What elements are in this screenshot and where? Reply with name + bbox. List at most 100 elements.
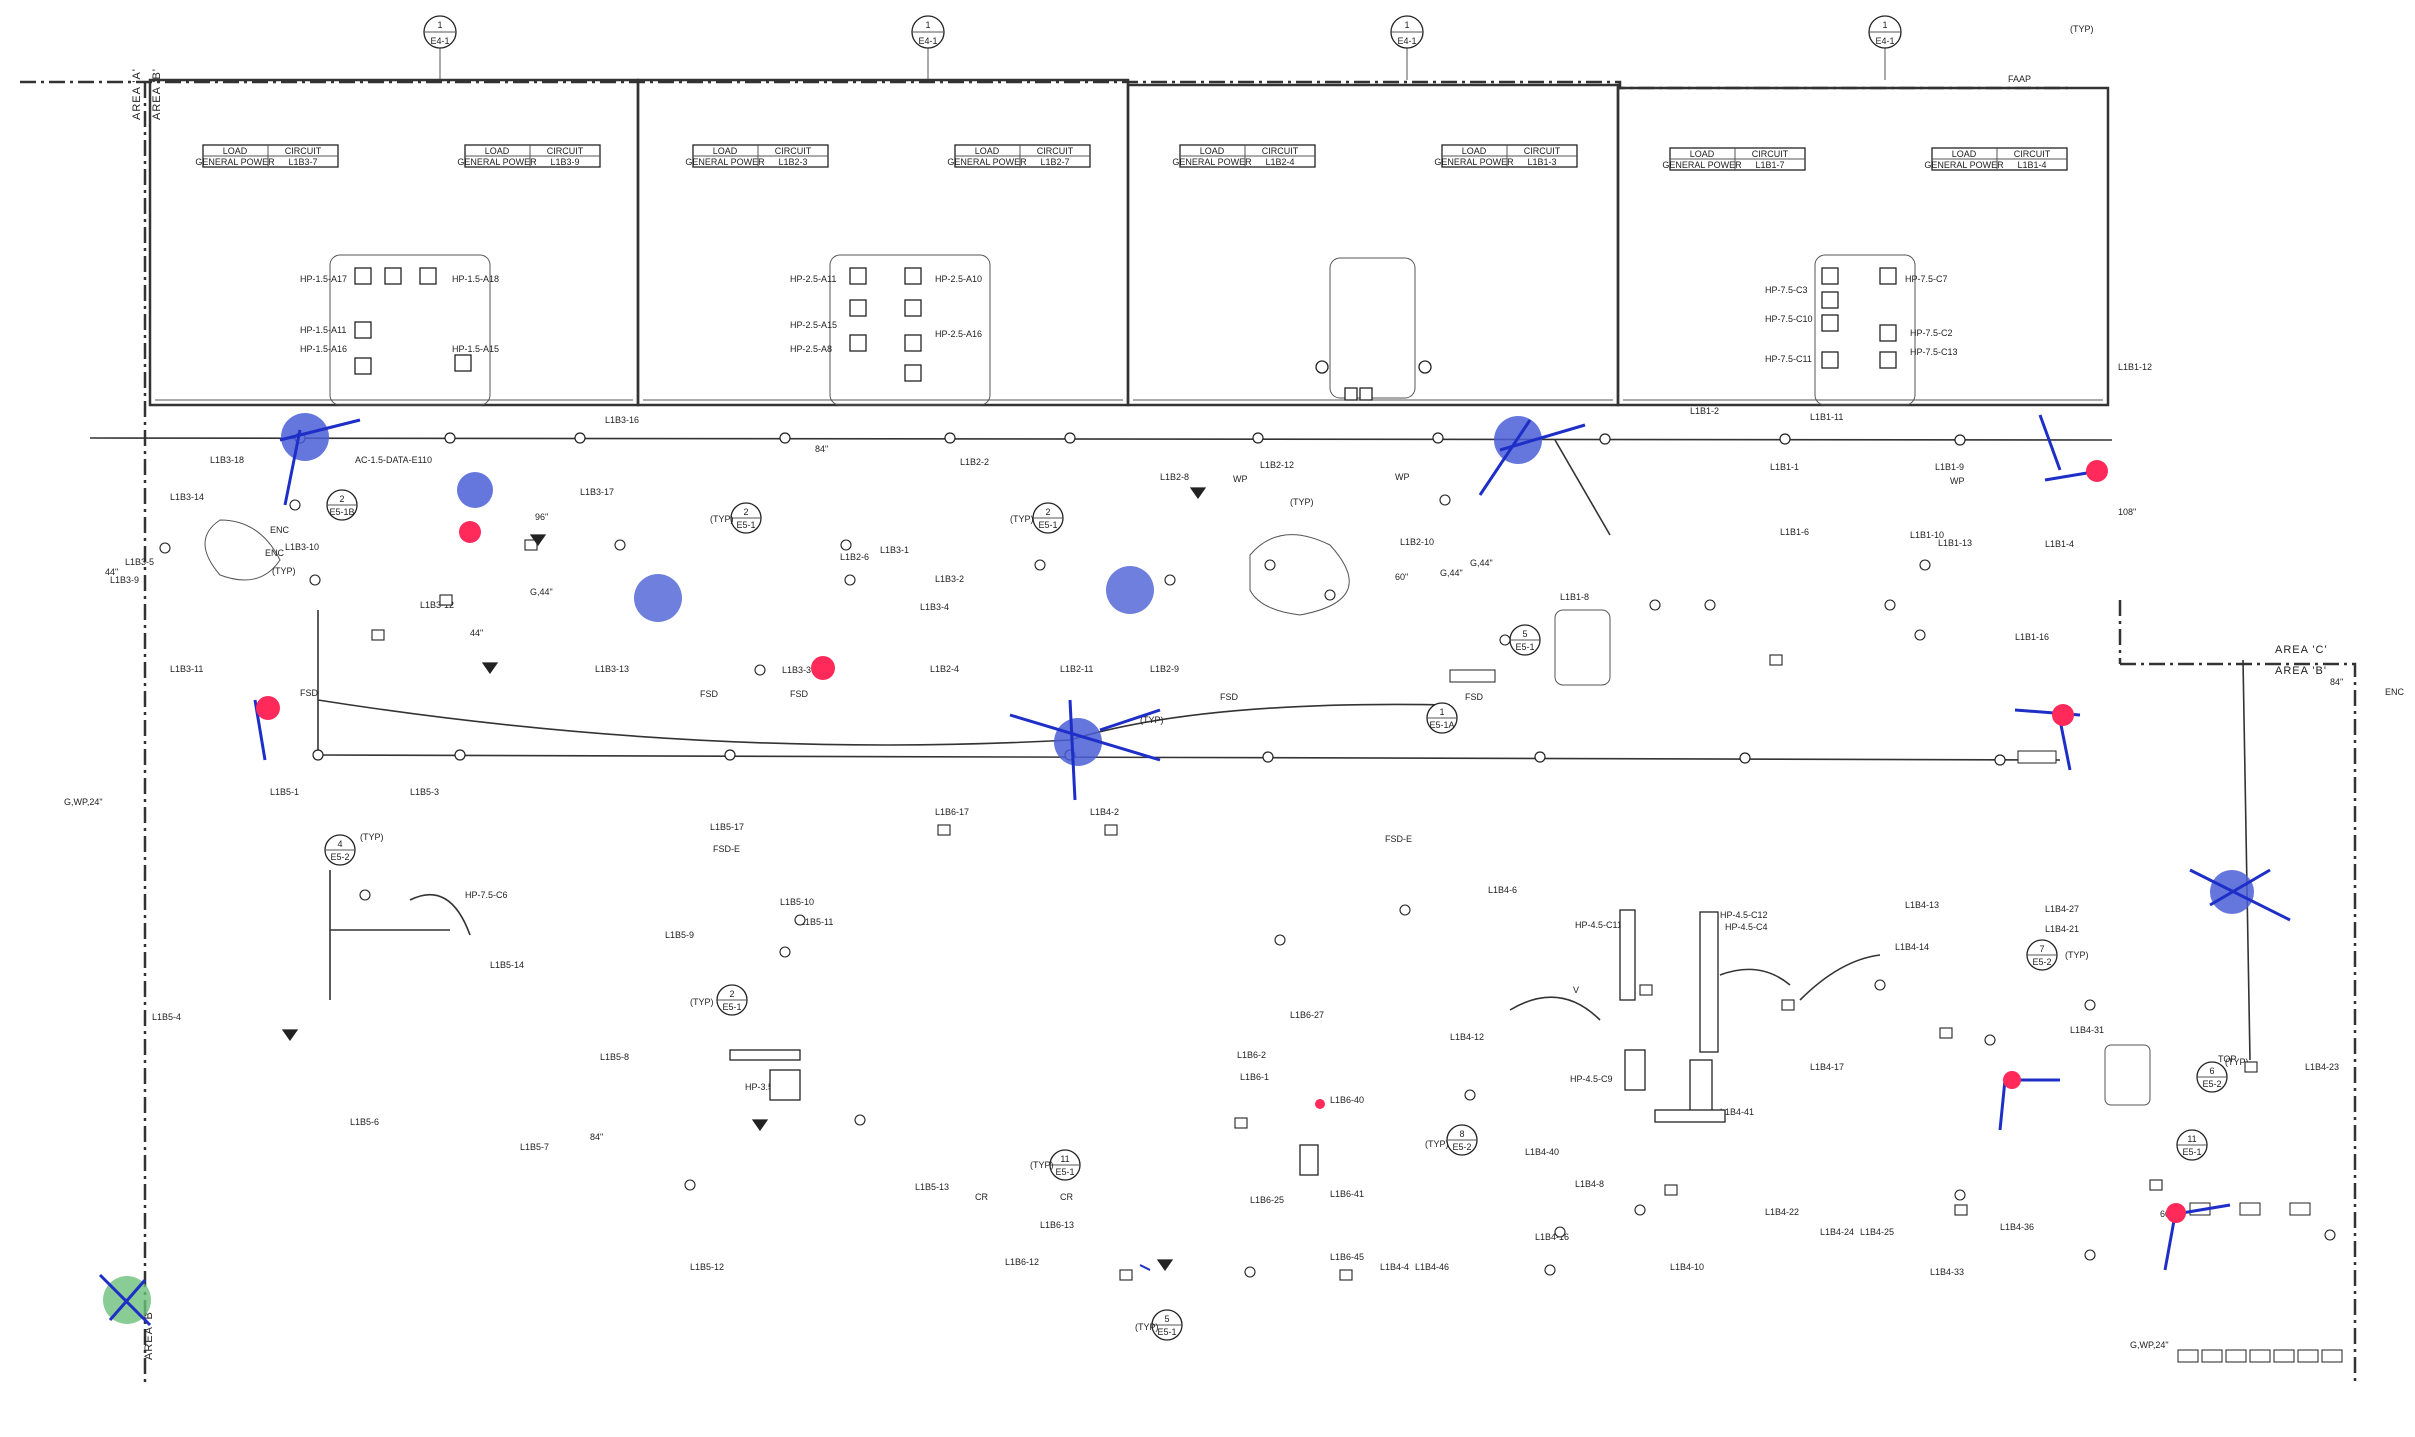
panel-equipment[interactable] <box>1299 1144 1319 1176</box>
detail-callout[interactable]: 4 E5-2 <box>324 834 356 866</box>
svg-text:L1B3-4: L1B3-4 <box>920 602 949 612</box>
load-table-7: LOAD CIRCUIT GENERAL POWER L1B1-7 <box>1662 147 1806 171</box>
panel-equipment[interactable] <box>1624 1049 1646 1091</box>
detail-callout[interactable]: 11 E5-1 <box>2176 1129 2208 1161</box>
svg-text:GENERAL POWER: GENERAL POWER <box>195 157 275 167</box>
hp-unit[interactable] <box>904 334 922 352</box>
svg-text:CR: CR <box>1060 1192 1073 1202</box>
hp-unit[interactable] <box>454 354 472 372</box>
hp-unit[interactable] <box>904 267 922 285</box>
hp-unit[interactable] <box>1879 351 1897 369</box>
hp-unit[interactable] <box>354 321 372 339</box>
panel-equipment[interactable] <box>1699 911 1719 1053</box>
svg-text:L1B6-25: L1B6-25 <box>1250 1195 1284 1205</box>
detail-callout[interactable]: 6 E5-2 <box>2196 1061 2228 1093</box>
svg-text:(TYP): (TYP) <box>272 566 296 576</box>
red-markup-dot[interactable] <box>256 696 280 720</box>
detail-callout[interactable]: 5 E5-1 <box>1151 1309 1183 1341</box>
panel-equipment[interactable] <box>1619 909 1636 1001</box>
svg-text:HP-7.5-C11: HP-7.5-C11 <box>1765 354 1812 364</box>
hp-unit[interactable] <box>1821 291 1839 309</box>
svg-text:(TYP): (TYP) <box>2225 1057 2249 1067</box>
svg-text:L1B3-17: L1B3-17 <box>580 487 614 497</box>
red-markup-dot[interactable] <box>459 521 481 543</box>
blue-markup[interactable] <box>1478 416 1586 496</box>
review-markups <box>98 413 2291 1327</box>
svg-text:L1B2-4: L1B2-4 <box>930 664 959 674</box>
hp-unit[interactable] <box>849 267 867 285</box>
detail-callout[interactable]: 2 E5-1 <box>716 984 748 1016</box>
svg-text:E5-1A: E5-1A <box>1429 720 1454 730</box>
grid-bubble-2[interactable]: 1 E4-1 <box>911 15 945 80</box>
grid-bubble-1[interactable]: 1 E4-1 <box>423 15 457 80</box>
hp-unit[interactable] <box>849 334 867 352</box>
hp-unit[interactable] <box>1821 267 1839 285</box>
hp-unit[interactable] <box>354 357 372 375</box>
room-1 <box>148 78 640 407</box>
svg-text:E4-1: E4-1 <box>430 36 449 46</box>
svg-text:FSD: FSD <box>1220 692 1239 702</box>
svg-text:L1B5-9: L1B5-9 <box>665 930 694 940</box>
svg-text:L1B4-24: L1B4-24 <box>1820 1227 1854 1237</box>
svg-text:E5-1: E5-1 <box>1157 1327 1176 1337</box>
hp-unit[interactable] <box>849 299 867 317</box>
svg-text:11: 11 <box>1060 1154 1069 1164</box>
area-labels: AREA 'A' AREA 'B' AREA 'C' AREA 'B' AREA… <box>131 68 2327 1360</box>
svg-text:L1B4-6: L1B4-6 <box>1488 885 1517 895</box>
detail-callout[interactable]: 5 E5-1 <box>1509 624 1541 656</box>
hp-unit[interactable] <box>1821 351 1839 369</box>
blue-markup[interactable] <box>1106 566 1154 614</box>
blue-markup[interactable] <box>1009 699 1161 801</box>
red-markup-dot[interactable] <box>2003 1071 2021 1089</box>
grid-bubble-4[interactable]: 1 E4-1 <box>1868 15 1902 80</box>
blue-markup[interactable] <box>2189 868 2291 922</box>
svg-text:E5-1: E5-1 <box>2182 1147 2201 1157</box>
svg-text:HP-7.5-C7: HP-7.5-C7 <box>1905 274 1948 284</box>
panel-equipment[interactable] <box>1689 1059 1713 1116</box>
detail-callout[interactable]: 8 E5-2 <box>1446 1124 1478 1156</box>
detail-callout[interactable]: 11 E5-1 <box>1049 1149 1081 1181</box>
blue-markup[interactable] <box>457 472 493 508</box>
hp-unit[interactable] <box>904 299 922 317</box>
detail-callout[interactable]: 2 E5-1 <box>730 502 762 534</box>
green-markup[interactable] <box>98 1273 152 1327</box>
svg-text:LOAD: LOAD <box>1200 146 1225 156</box>
red-markup-dot[interactable] <box>2166 1203 2186 1223</box>
panel-equipment[interactable] <box>1654 1109 1726 1123</box>
svg-text:(TYP): (TYP) <box>690 997 714 1007</box>
svg-text:60": 60" <box>1395 572 1408 582</box>
red-markup-dot[interactable] <box>811 656 835 680</box>
svg-text:L1B6-2: L1B6-2 <box>1237 1050 1266 1060</box>
red-markup-dot[interactable] <box>2052 704 2074 726</box>
svg-text:CIRCUIT: CIRCUIT <box>1037 146 1074 156</box>
hp-unit[interactable] <box>419 267 437 285</box>
east-area-line <box>2120 662 2357 1385</box>
blue-markup[interactable] <box>634 574 682 622</box>
misc-annotations: ENC ENC ENC (TYP) (TYP) (TYP) (TYP) (TYP… <box>64 24 2405 1350</box>
hp-unit[interactable] <box>1879 324 1897 342</box>
svg-text:L1B2-4: L1B2-4 <box>1265 157 1294 167</box>
svg-text:CIRCUIT: CIRCUIT <box>285 146 322 156</box>
blue-markup[interactable] <box>279 413 361 506</box>
hp-unit[interactable] <box>904 364 922 382</box>
red-markup-dot[interactable] <box>1315 1099 1325 1109</box>
load-table-1: LOAD CIRCUIT GENERAL POWER L1B3-7 <box>195 144 339 168</box>
svg-text:L1B2-9: L1B2-9 <box>1150 664 1179 674</box>
svg-text:CIRCUIT: CIRCUIT <box>547 146 584 156</box>
hp-unit[interactable] <box>384 267 402 285</box>
grid-bubble-3[interactable]: 1 E4-1 <box>1390 15 1424 80</box>
hp-unit[interactable] <box>1821 314 1839 332</box>
detail-callout[interactable]: 1 E5-1A <box>1426 702 1458 734</box>
detail-callout[interactable]: 7 E5-2 <box>2026 939 2058 971</box>
svg-text:G,44": G,44" <box>1470 558 1493 568</box>
svg-text:L1B6-41: L1B6-41 <box>1330 1189 1364 1199</box>
detail-callout[interactable]: 2 E5-1 <box>1032 502 1064 534</box>
red-markup-dot[interactable] <box>2086 460 2108 482</box>
svg-text:1: 1 <box>1882 20 1887 30</box>
hp-unit[interactable] <box>1879 267 1897 285</box>
detail-callout[interactable]: 2 E5-1B <box>326 489 358 521</box>
svg-text:1: 1 <box>925 20 930 30</box>
hp-unit[interactable] <box>354 267 372 285</box>
svg-text:L1B1-4: L1B1-4 <box>2045 539 2074 549</box>
svg-text:FSD-E: FSD-E <box>1385 834 1412 844</box>
